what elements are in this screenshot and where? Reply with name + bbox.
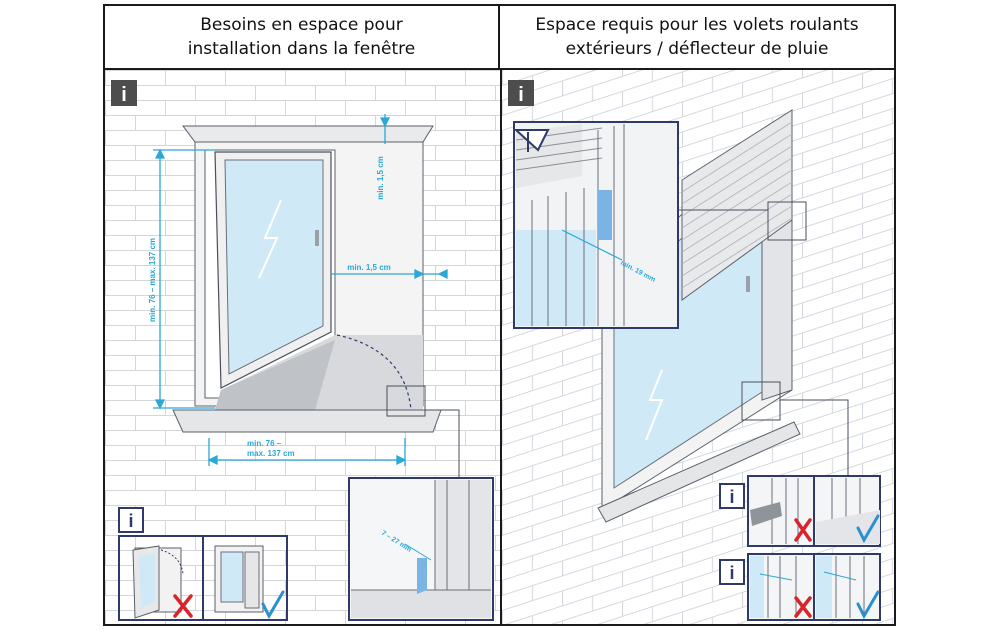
top-gap-label: min. 1,5 cm (376, 156, 385, 200)
window-sill (172, 409, 442, 433)
check-icon (261, 590, 285, 620)
shuttered-window (601, 108, 793, 511)
detail-callout-marker (386, 385, 426, 417)
right-illustration-panel: i (502, 70, 894, 624)
row1-correct-thumbnail (813, 475, 881, 547)
roller-shutter-illustration: i (502, 70, 894, 624)
frame-gap-detail-inset (348, 477, 494, 621)
info-badge-letter: i (121, 84, 127, 106)
sash-glass (224, 159, 324, 375)
width-label-line2: max. 137 cm (247, 449, 295, 458)
window-installation-illustration: i (105, 70, 500, 624)
info-badge (111, 80, 137, 106)
check-icon-2 (856, 590, 880, 620)
height-dimension-label: min. 76 – max. 137 cm (148, 238, 157, 322)
row2-correct-thumbnail (813, 553, 881, 621)
mini-info-badge-1 (719, 483, 745, 509)
mini-info-badge (118, 507, 144, 533)
info-badge-letter: i (518, 84, 524, 106)
mini-info-letter-2: i (729, 563, 734, 583)
info-badge (508, 80, 534, 106)
left-illustration-panel: i (105, 70, 500, 624)
cross-icon-1 (794, 518, 812, 542)
right-column-title: Espace requis pour les volets roulants e… (535, 15, 859, 59)
column-divider (500, 68, 502, 624)
row1-wrong-thumbnail (747, 475, 815, 547)
check-icon-1 (856, 514, 880, 544)
sill-detail-marker (741, 381, 781, 421)
diagram-frame: Besoins en espace pour installation dans… (103, 4, 896, 626)
correct-example-thumbnail (202, 535, 288, 621)
wrong-example-thumbnail (118, 535, 204, 621)
shutter-gap-detail-inset (513, 121, 679, 329)
left-column-header: Besoins en espace pour installation dans… (105, 6, 500, 68)
mini-info-letter: i (128, 511, 133, 531)
window-sill (597, 421, 801, 523)
window (182, 125, 434, 411)
left-column-title: Besoins en espace pour installation dans… (187, 15, 416, 59)
header-divider (105, 68, 894, 70)
width-label-line1: min. 76 – (247, 439, 282, 448)
right-column-header: Espace requis pour les volets roulants e… (500, 6, 894, 68)
row2-wrong-thumbnail (747, 553, 815, 621)
side-gap-label: min. 1,5 cm (347, 263, 391, 272)
cross-icon (173, 594, 193, 618)
shutter-detail-marker (767, 201, 807, 241)
mini-info-badge-2 (719, 559, 745, 585)
mini-info-letter-1: i (729, 487, 734, 507)
swing-arc (336, 334, 412, 411)
cross-icon-2 (794, 596, 812, 618)
